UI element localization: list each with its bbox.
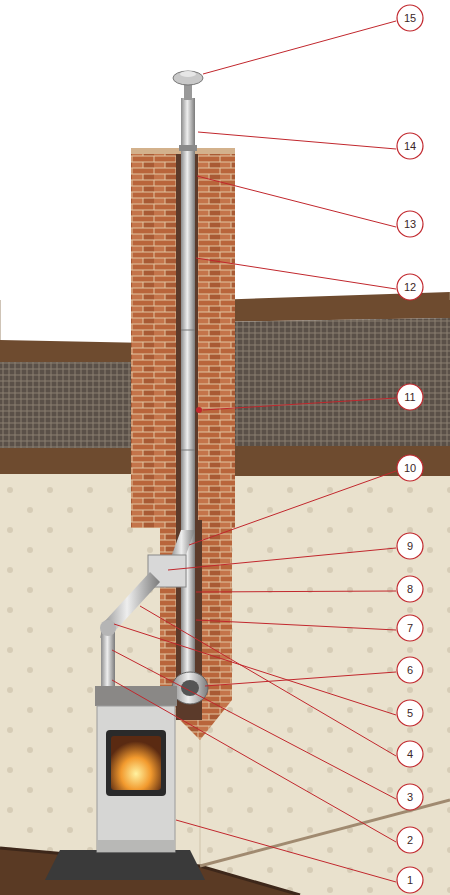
callout-circle: 2	[396, 826, 424, 854]
callout-number: 13	[404, 219, 416, 230]
callout-circle: 8	[396, 575, 424, 603]
callout-circle: 11	[396, 383, 424, 411]
callout-number: 15	[404, 13, 416, 24]
callout-number: 3	[407, 792, 413, 803]
callout-circle: 14	[396, 132, 424, 160]
callout-number: 7	[407, 623, 413, 634]
callout-number: 1	[407, 875, 413, 886]
callout-number: 10	[404, 463, 416, 474]
callout-circle: 9	[396, 532, 424, 560]
callout-circle: 1	[396, 866, 424, 894]
callout-circle: 4	[396, 740, 424, 768]
callout-number: 4	[407, 749, 413, 760]
callout-number: 12	[404, 282, 416, 293]
callout-number: 6	[407, 665, 413, 676]
callout-number: 2	[407, 835, 413, 846]
callout-circle: 6	[396, 656, 424, 684]
callout-number: 9	[407, 541, 413, 552]
callout-number: 11	[404, 392, 415, 403]
callout-number: 8	[407, 584, 413, 595]
callout-circle: 3	[396, 783, 424, 811]
callout-circle: 13	[396, 210, 424, 238]
callout-circle: 10	[396, 454, 424, 482]
callout-circle: 12	[396, 273, 424, 301]
callout-number: 14	[404, 141, 416, 152]
callout-circle: 7	[396, 614, 424, 642]
callout-circle: 15	[396, 4, 424, 32]
callout-circle: 5	[396, 699, 424, 727]
callout-number: 5	[407, 708, 413, 719]
